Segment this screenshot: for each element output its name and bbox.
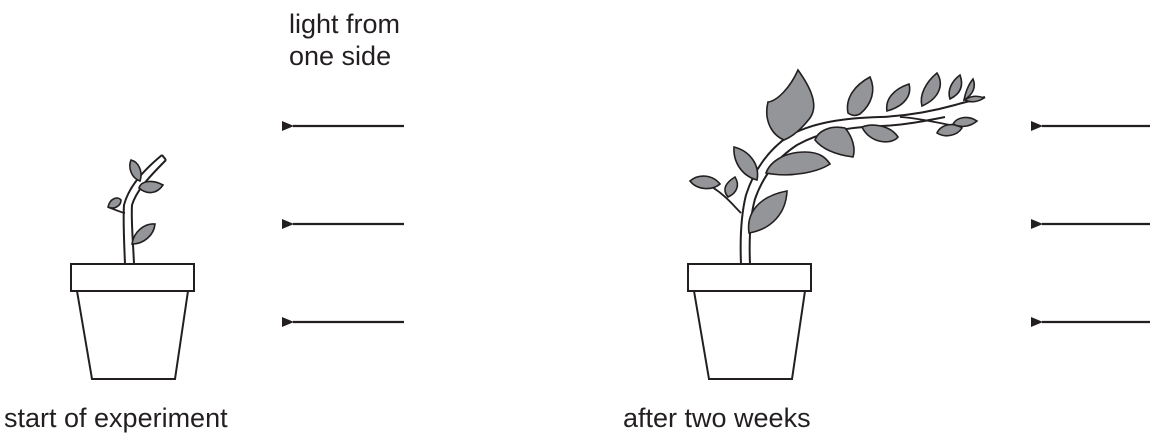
leaf (131, 223, 156, 245)
leaf (688, 175, 722, 190)
leaf (885, 82, 911, 113)
light-label-line-2: one side (289, 41, 392, 71)
branch (711, 186, 742, 214)
leaf (766, 68, 815, 141)
stem-left (122, 154, 163, 265)
leaf (948, 73, 963, 101)
pot-rim-right (687, 263, 812, 292)
stem-right (739, 96, 986, 265)
light-arrows-right (1031, 121, 1150, 327)
leaf (935, 123, 964, 137)
leaf (951, 116, 979, 128)
leaf (138, 180, 165, 194)
leaf (963, 95, 986, 103)
branch (899, 116, 951, 126)
light-direction-label: light from one side (289, 8, 400, 72)
caption-start-of-experiment: start of experiment (4, 403, 228, 433)
pot-body-right (692, 290, 807, 380)
leaf (107, 197, 122, 209)
leaf (724, 175, 739, 198)
leaf (814, 126, 855, 158)
pot-body-left (75, 290, 190, 380)
leaf (846, 75, 874, 117)
leaf (129, 159, 142, 183)
pot-rim-left (70, 263, 195, 292)
caption-after-two-weeks: after two weeks (623, 403, 811, 433)
leaf (764, 151, 832, 176)
leaf (962, 77, 976, 102)
leaf (747, 190, 788, 234)
young-plant (70, 154, 195, 380)
grown-plant (687, 68, 986, 380)
light-arrows-left (282, 121, 404, 327)
leaf (860, 124, 899, 143)
leaf (733, 145, 759, 181)
light-label-line-1: light from (289, 9, 401, 39)
leaf (920, 71, 941, 108)
